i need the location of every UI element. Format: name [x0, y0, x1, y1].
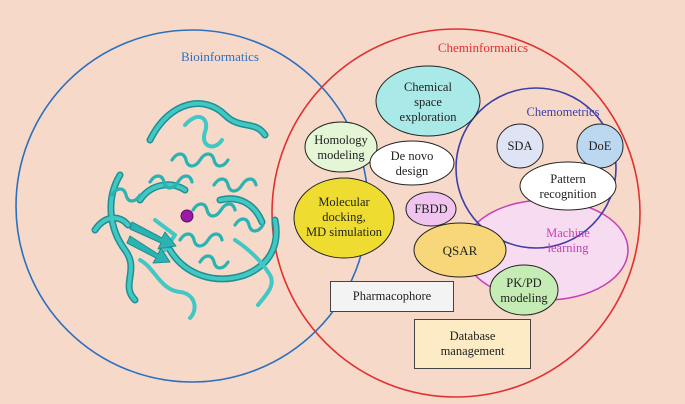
cheminformatics-label: Cheminformatics: [438, 40, 528, 55]
fbdd-label: FBDD: [414, 202, 447, 216]
protein-structure-image: [91, 100, 280, 320]
de-novo-node: [369, 140, 455, 186]
doe-label: DoE: [589, 139, 612, 153]
pattern-recognition-node: [519, 161, 617, 211]
pharmacophore-label: Pharmacophore: [352, 289, 432, 303]
chemometrics-label: Chemometrics: [527, 105, 600, 119]
qsar-label: QSAR: [443, 243, 478, 258]
homology-node: [304, 121, 378, 173]
cheminformatics-circle: [271, 28, 641, 398]
docking-node: [293, 177, 395, 259]
chemical-space-node: [375, 65, 481, 137]
qsar-node: [413, 222, 507, 278]
bioinformatics-label: Bioinformatics: [181, 49, 259, 64]
chemometrics-circle: [455, 87, 617, 249]
sda-label: SDA: [507, 139, 532, 153]
sda-node: [496, 123, 544, 169]
pkpd-node: [489, 264, 559, 316]
pharmacophore-box: Pharmacophore: [330, 281, 454, 312]
fbdd-node: [405, 191, 457, 227]
metal-ion: [180, 209, 194, 223]
